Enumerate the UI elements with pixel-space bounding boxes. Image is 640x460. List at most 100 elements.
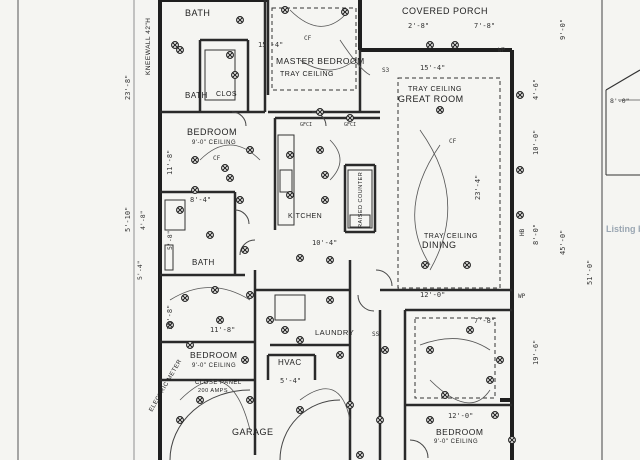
dim-10: 10'-4" [312,239,337,247]
exterior-walls [158,0,514,460]
fixture-cross-icon [467,327,473,333]
amps-label: 200 AMPS [198,388,228,394]
bath-left-label: BATH [185,91,208,100]
cf-symbol-bedroom: CF [213,155,221,162]
fixture-cross-icon [192,157,198,163]
fixture-cross-icon [242,357,248,363]
fixture-cross-icon [317,109,323,115]
dim-13: 12'-0" [420,291,445,299]
fixture-cross-icon [237,17,243,23]
elevation-dim: 8'-0" [610,97,630,105]
dim-17: 5'-4" [280,377,301,385]
fixture-cross-icon [282,7,288,13]
dim-21: 4'-6" [532,79,540,100]
fixture-cross-icon [217,317,223,323]
fixture-cross-icon [247,292,253,298]
bath-mid-label: BATH [192,258,215,267]
fixture-cross-icon [282,327,288,333]
raised-counter-label: RAISED COUNTER [358,172,364,228]
dim-8: 5'-10" [124,207,132,232]
wp-symbol-right: WP [518,293,526,300]
wiring-arcs [169,9,491,431]
fixture-cross-icon [382,347,388,353]
dim-2: 15'-4" [258,41,283,49]
bedroom-left-label: BEDROOM [187,127,237,137]
dim-25: 19'-6" [532,340,540,365]
hvac-label: HVAC [278,358,302,367]
fixture-cross-icon [197,397,203,403]
fixture-cross-icon [227,175,233,181]
wp-symbol-top: WP [498,47,506,54]
fixture-cross-icon [287,152,293,158]
dim-12: 5'-8" [166,230,174,250]
fixture-cross-icon [342,9,348,15]
fixture-cross-icon [177,47,183,53]
fixture-cross-icon [232,72,238,78]
fixture-cross-icon [192,187,198,193]
bedroom-bl-label: BEDROOM [190,350,237,360]
fixture-cross-icon [452,42,458,48]
fixture-cross-icon [207,232,213,238]
tray-ceiling-outlines [271,7,501,399]
fixture-cross-icon [492,412,498,418]
kneewall-label: KNEEWALL 42"H [145,18,152,75]
elevation-sketch [605,69,640,176]
fixture-cross-icon [497,357,503,363]
fixture-cross-icon [177,417,183,423]
dim-3: 7'-8" [474,22,495,30]
fixture-cross-icon [322,197,328,203]
fixture-cross-icon [172,42,178,48]
fixture-cross-icon [442,392,448,398]
fixture-cross-icon [327,297,333,303]
dim-22: 5'-4" [136,260,144,280]
fixture-cross-icon [297,255,303,261]
fixture-cross-icon [437,107,443,113]
fixture-cross-icon [422,262,428,268]
fixture-cross-icon [509,437,515,443]
covered-porch-label: COVERED PORCH [402,6,488,16]
fixture-cross-icon [337,352,343,358]
dim-18: 12'-0" [448,412,473,420]
fixture-cross-icon [242,247,248,253]
close-panel-label: CLOSE PANEL [195,380,242,386]
fixture-cross-icon [357,452,363,458]
dimension-labels: 23'-8" 15'-4" 7'-8" 2'-8" 15'-4" 11'-8" … [124,19,630,420]
fixture-cross-icon [327,257,333,263]
master-bedroom-label: MASTER BEDROOM [276,56,365,66]
fixture-cross-icon [297,337,303,343]
hb-symbol: HB [519,228,526,236]
dim-4: 2'-8" [408,22,429,30]
dim-5: 15'-4" [420,64,445,72]
tray-ceiling-great-label: TRAY CEILING [408,86,462,93]
fixture-cross-icon [182,295,188,301]
fixture-cross-icon [177,207,183,213]
garage-label: GARAGE [232,427,274,437]
dim-1: 23'-8" [124,75,132,100]
dim-15: 10'-8" [166,305,174,330]
fixture-cross-icon [187,342,193,348]
ceiling-br-label: 9'-0" CEILING [434,439,478,445]
fixture-cross-icon [517,92,523,98]
cf-symbol-great: CF [449,138,457,145]
watermark-text: Listing by HAR [606,224,640,234]
gfci-symbol-2: GFCI [344,122,356,128]
dim-20: 9'-0" [559,19,567,40]
interior-walls [160,0,512,460]
fixture-cross-icon [377,417,383,423]
fixture-cross-icon [517,212,523,218]
gfci-symbol-1: GFCI [300,122,312,128]
light-fixtures [166,6,524,459]
clos-label: CLOS [216,91,237,98]
s3-symbol: S3 [382,67,390,74]
kitchen-label: KITCHEN [288,213,322,220]
dim-9: 4'-8" [139,210,147,230]
fixture-cross-icon [222,165,228,171]
fixture-cross-icon [322,172,328,178]
dim-7: 8'-4" [190,196,211,204]
fixture-cross-icon [287,192,293,198]
dim-24: 45'-0" [559,230,567,255]
fixture-cross-icon [427,347,433,353]
